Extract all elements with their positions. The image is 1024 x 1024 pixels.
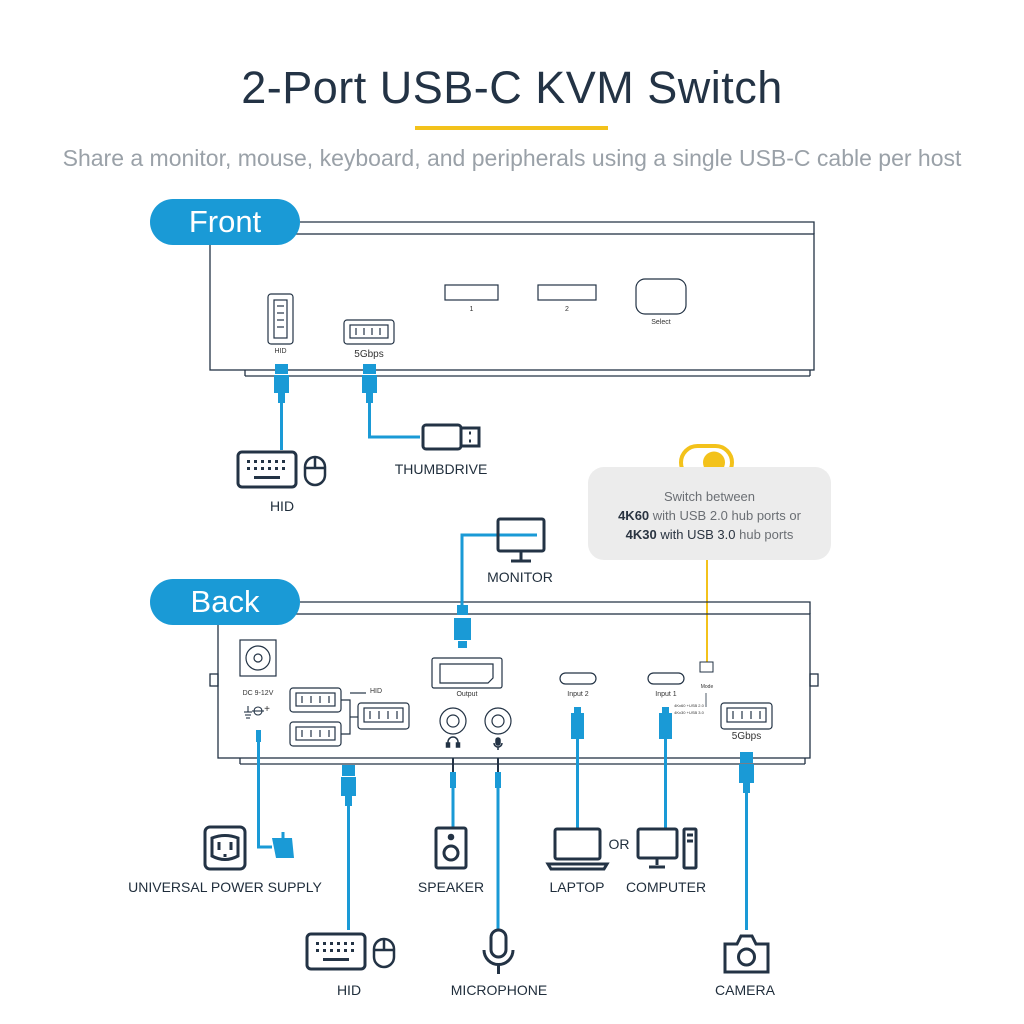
- thumbdrive-icon: [421, 423, 481, 451]
- monitor-label: MONITOR: [487, 569, 553, 585]
- monitor-cable: [454, 533, 537, 648]
- back-hid-cable: [341, 765, 356, 930]
- camera-label: CAMERA: [715, 982, 775, 998]
- back-hid-label: HID: [336, 982, 362, 998]
- camera-cable: [739, 752, 754, 930]
- page-title: 2-Port USB-C KVM Switch: [241, 62, 783, 113]
- input2-port-label: Input 2: [567, 691, 589, 698]
- front-hid-port: [267, 293, 294, 345]
- front-select-button-label: Select: [651, 319, 671, 326]
- front-thumbdrive-cable: [362, 364, 420, 439]
- front-usb-port-label: 5Gbps: [354, 349, 384, 360]
- back-mouse-icon: [372, 937, 396, 969]
- front-hid-cable: [274, 364, 289, 450]
- dc-label: DC 9-12V: [242, 690, 274, 697]
- callout-line-3: 4K30 with USB 3.0 hub ports: [625, 527, 794, 542]
- power-cable: [256, 730, 294, 858]
- back-usb-port-label: 5Gbps: [731, 731, 762, 742]
- mode-callout: Switch between 4K60 with USB 2.0 hub por…: [588, 467, 831, 560]
- dc-polarity-icon: [244, 706, 264, 719]
- mode-option-1-label: 4Kx60 +USB 2.0: [674, 703, 704, 708]
- microphone-cable: [495, 758, 501, 930]
- power-supply-label: UNIVERSAL POWER SUPPLY: [128, 879, 322, 895]
- speaker-cable: [450, 758, 456, 828]
- back-hid-port-label: HID: [369, 688, 383, 695]
- front-section-label: Front: [150, 199, 300, 245]
- front-button-2: [537, 284, 597, 301]
- back-usb-port: [720, 702, 773, 730]
- monitor-icon: [496, 517, 546, 563]
- headphone-icon: [445, 736, 461, 748]
- page-subtitle: Share a monitor, mouse, keyboard, and pe…: [62, 145, 962, 171]
- mic-small-icon: [493, 737, 503, 750]
- thumbdrive-label: THUMBDRIVE: [394, 461, 488, 477]
- front-usb-port: [343, 319, 395, 345]
- input1-port-label: Input 1: [655, 691, 677, 698]
- or-label: OR: [608, 836, 630, 852]
- front-keyboard-icon: [236, 450, 298, 489]
- input1-cable: [659, 707, 672, 828]
- mode-switch: [699, 661, 714, 673]
- audio-jacks: [439, 707, 512, 735]
- front-select-button: [635, 278, 687, 315]
- speaker-label: SPEAKER: [417, 879, 485, 895]
- front-button-2-label: 2: [565, 306, 569, 313]
- dc-polarity-label: +: [264, 704, 270, 715]
- callout-line-2: 4K60 with USB 2.0 hub ports or: [618, 508, 801, 523]
- laptop-icon: [545, 827, 610, 871]
- front-hid-port-label: HID: [274, 348, 287, 355]
- back-hid-usb-ports: [289, 687, 410, 747]
- title-underline: [415, 126, 608, 130]
- input2-cable: [571, 707, 584, 828]
- displayport-output: [431, 657, 503, 689]
- back-hid-usb-pins: [301, 696, 398, 737]
- front-hid-label: HID: [269, 498, 295, 514]
- front-mouse-icon: [303, 455, 327, 487]
- mode-switch-label: Mode: [700, 684, 714, 690]
- output-port-label: Output: [456, 691, 478, 698]
- laptop-label: LAPTOP: [549, 879, 605, 895]
- back-keyboard-icon: [305, 932, 367, 971]
- computer-label: COMPUTER: [625, 879, 707, 895]
- speaker-icon: [434, 826, 468, 870]
- front-device: [209, 221, 815, 377]
- callout-line-1: Switch between: [663, 489, 756, 504]
- back-section-label: Back: [150, 579, 300, 625]
- usbc-input-1: [647, 672, 685, 685]
- mode-option-2-label: 4Kx30 +USB 3.0: [674, 710, 704, 715]
- computer-icon: [636, 827, 698, 870]
- front-button-1-label: 1: [469, 306, 474, 313]
- camera-icon: [723, 934, 770, 974]
- back-keyboard-keys: [316, 942, 354, 961]
- front-keyboard-keys: [247, 460, 285, 479]
- front-button-1: [444, 284, 499, 301]
- back-device: [209, 601, 819, 765]
- dc-jack: [239, 639, 277, 677]
- power-outlet-icon: [203, 825, 247, 871]
- usbc-input-2: [559, 672, 597, 685]
- microphone-icon: [482, 928, 515, 974]
- microphone-label: MICROPHONE: [450, 982, 548, 998]
